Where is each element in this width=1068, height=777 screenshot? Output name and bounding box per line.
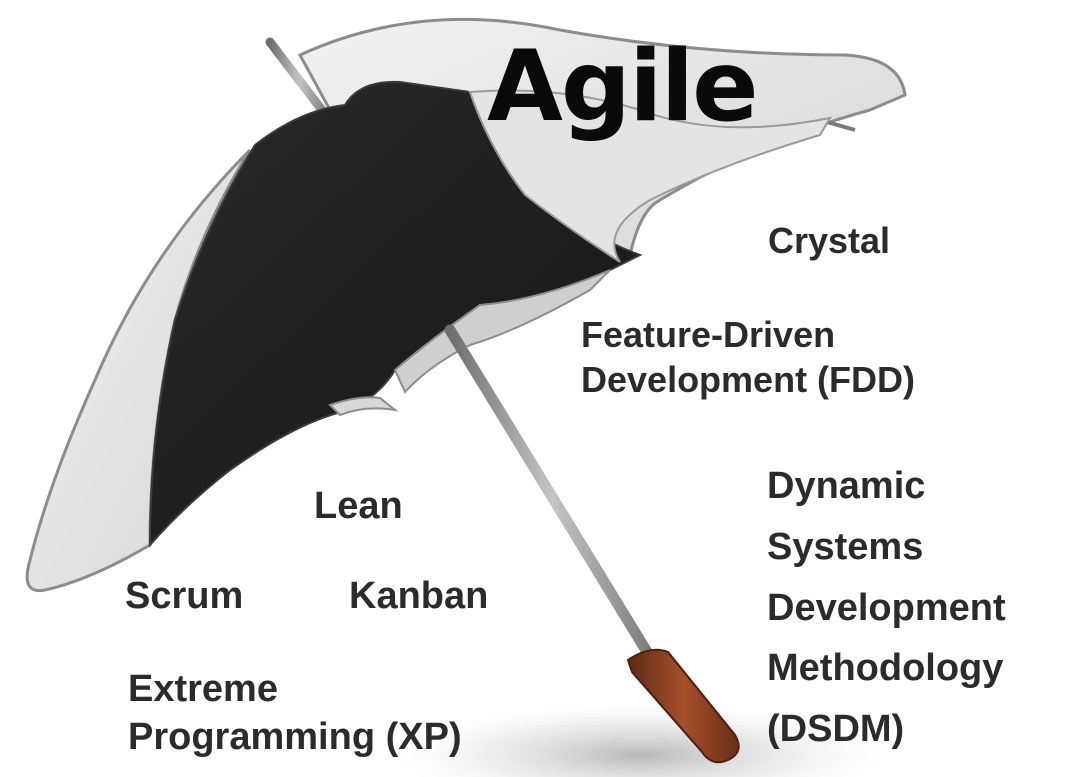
label-dsdm-line-1: Dynamic [767,465,926,507]
floor-shadow [380,700,900,777]
umbrella-handle [626,648,740,764]
label-dsdm-line-3: Development [767,586,1006,629]
umbrella-title: Agile [487,30,759,144]
label-xp: Extreme Programming (XP) [128,666,462,761]
umbrella-shaft [444,324,661,671]
canopy-panel-lower-fold [393,269,611,394]
label-crystal: Crystal [768,220,891,261]
label-xp-line-2: Programming (XP) [128,715,462,758]
label-xp-line-1: Extreme [128,668,278,710]
label-lean: Lean [314,485,403,527]
label-dsdm: Dynamic Systems Development Methodology … [767,456,1006,760]
shaft-tip [265,37,333,123]
label-dsdm-line-4: Methodology [767,647,1004,690]
label-fdd-line-2: Development (FDD) [581,359,916,400]
label-dsdm-line-5: (DSDM) [767,708,905,751]
canopy-inner-rim [468,89,832,263]
label-fdd-line-1: Feature-Driven [581,314,836,355]
label-fdd: Feature-Driven Development (FDD) [581,312,915,402]
canopy-edge-right [328,396,399,417]
label-dsdm-line-2: Systems [767,525,924,568]
label-scrum: Scrum [125,575,244,617]
label-kanban: Kanban [349,575,489,617]
